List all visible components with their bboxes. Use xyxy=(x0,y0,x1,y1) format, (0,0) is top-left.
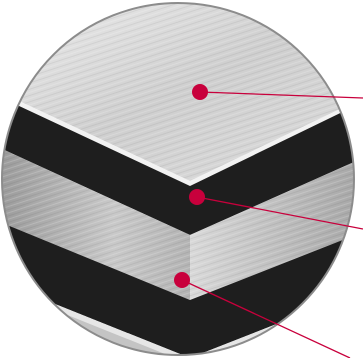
callout-dot-top-layer xyxy=(192,84,208,100)
callout-dot-middle-layer xyxy=(174,272,190,288)
callout-dot-dark-layer xyxy=(189,189,205,205)
